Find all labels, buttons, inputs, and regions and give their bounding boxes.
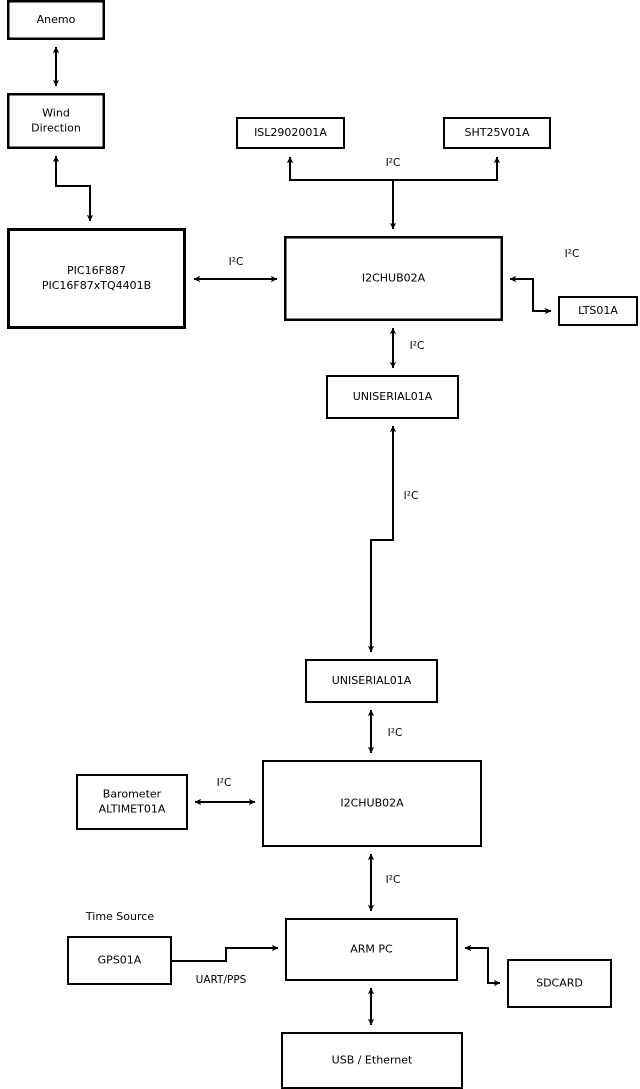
edge-e-pic-wind bbox=[52, 155, 94, 222]
node-label: PIC16F887 bbox=[67, 264, 126, 277]
node-box bbox=[262, 760, 482, 847]
node-label: I2CHUB02A bbox=[340, 797, 404, 810]
edge-line bbox=[464, 944, 501, 987]
node-box bbox=[236, 117, 345, 149]
edge-label: I²C bbox=[217, 777, 232, 789]
node-label: SHT25V01A bbox=[464, 126, 529, 139]
edge-label: I²C bbox=[386, 157, 401, 169]
node-label: PIC16F87xTQ4401B bbox=[42, 279, 151, 292]
edge-line bbox=[367, 425, 397, 653]
edge-label: UART/PPS bbox=[196, 974, 247, 986]
edge-e-baro-hub2: I²C bbox=[194, 777, 256, 806]
node-gps[interactable]: GPS01A bbox=[67, 936, 172, 985]
edge-e-uni2-hub2: I²C bbox=[367, 709, 403, 754]
node-label: Barometer bbox=[103, 788, 162, 801]
node-label: Wind bbox=[42, 107, 70, 120]
node-label: Direction bbox=[31, 122, 81, 135]
node-box bbox=[7, 0, 105, 40]
node-hub2[interactable]: I2CHUB02A bbox=[262, 760, 482, 847]
edge-e-hub2-armpc: I²C bbox=[367, 853, 401, 912]
node-sdcard[interactable]: SDCARD bbox=[507, 959, 612, 1008]
node-hub1[interactable]: I2CHUB02A bbox=[284, 236, 503, 321]
node-label: ALTIMET01A bbox=[99, 803, 166, 816]
node-box bbox=[443, 117, 551, 149]
edge-line bbox=[172, 944, 279, 962]
node-armpc[interactable]: ARM PC bbox=[285, 918, 458, 981]
node-box bbox=[558, 296, 638, 326]
edge-label: I²C bbox=[565, 248, 580, 260]
edge-label: I²C bbox=[410, 340, 425, 352]
node-label: GPS01A bbox=[98, 954, 142, 967]
node-label: SDCARD bbox=[536, 977, 583, 990]
node-uniserial1[interactable]: UNISERIAL01A bbox=[326, 375, 459, 419]
node-usbeth[interactable]: USB / Ethernet bbox=[281, 1032, 463, 1089]
node-label: ARM PC bbox=[350, 943, 393, 956]
node-box bbox=[285, 918, 458, 981]
node-anemo[interactable]: Anemo bbox=[7, 0, 105, 40]
free-labels-layer: Time Source bbox=[85, 910, 154, 923]
edge-e-hub1-isl-sht: I²C bbox=[286, 156, 501, 181]
edge-e-armpc-sdcard bbox=[464, 944, 501, 987]
node-uniserial2[interactable]: UNISERIAL01A bbox=[305, 659, 438, 703]
node-label: LTS01A bbox=[578, 304, 618, 317]
edges-layer: I²C I²C I²C I²C I²C I²C I²C I²C UART/PPS bbox=[52, 46, 580, 1026]
node-label: UNISERIAL01A bbox=[332, 674, 412, 687]
node-label: UNISERIAL01A bbox=[353, 390, 433, 403]
node-box bbox=[305, 659, 438, 703]
node-label: USB / Ethernet bbox=[332, 1054, 413, 1067]
node-box bbox=[284, 236, 503, 321]
nodes-layer: AnemoWindDirectionPIC16F887PIC16F87xTQ44… bbox=[7, 0, 638, 1089]
node-label: I2CHUB02A bbox=[362, 272, 426, 285]
edge-e-gps-armpc: UART/PPS bbox=[172, 944, 279, 986]
edge-e-hub1-lts: I²C bbox=[509, 248, 580, 315]
edge-label: I²C bbox=[386, 874, 401, 886]
node-box bbox=[7, 93, 105, 149]
edge-label: I²C bbox=[229, 256, 244, 268]
edge-e-pic-hub1: I²C bbox=[193, 256, 278, 283]
node-box bbox=[67, 936, 172, 985]
edge-line bbox=[509, 275, 552, 315]
edge-e-uni1-uni2: I²C bbox=[367, 425, 419, 653]
node-sht[interactable]: SHT25V01A bbox=[443, 117, 551, 149]
node-isl[interactable]: ISL2902001A bbox=[236, 117, 345, 149]
edge-label: I²C bbox=[388, 727, 403, 739]
node-lts[interactable]: LTS01A bbox=[558, 296, 638, 326]
node-label: Anemo bbox=[37, 13, 76, 26]
edge-line bbox=[52, 155, 94, 222]
edge-e-hub1-uni1: I²C bbox=[389, 327, 425, 369]
node-box bbox=[7, 228, 186, 329]
node-label: ISL2902001A bbox=[254, 126, 327, 139]
node-box bbox=[76, 774, 188, 830]
node-box bbox=[507, 959, 612, 1008]
edge-label: I²C bbox=[404, 490, 419, 502]
node-box bbox=[281, 1032, 463, 1089]
node-box bbox=[326, 375, 459, 419]
free-label-time-source: Time Source bbox=[85, 910, 154, 923]
